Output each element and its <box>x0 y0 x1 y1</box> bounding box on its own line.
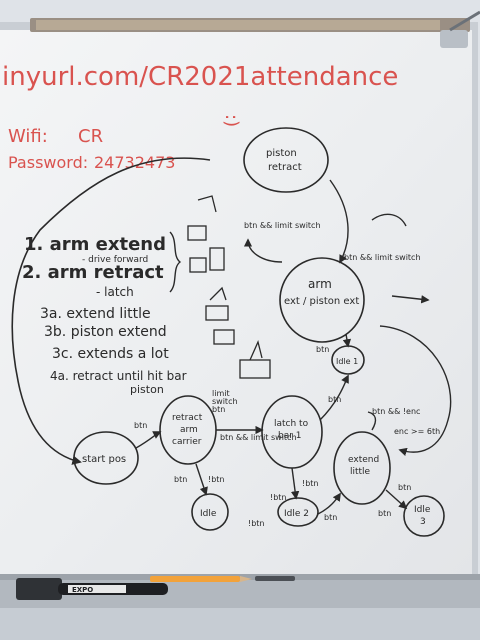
smiley-face: :) <box>221 114 242 127</box>
transition-not-btn-1: !btn <box>208 475 225 484</box>
transition-limit-line2: switch <box>212 397 238 406</box>
state-piston-retract-line2: retract <box>268 162 302 173</box>
state-arm-ext <box>279 257 365 343</box>
state-idle-3-line2: 3 <box>420 517 426 527</box>
transition-btn-1: btn <box>316 345 329 354</box>
transition-btn-start: btn <box>134 421 147 430</box>
transition-btn-down2: btn <box>324 513 337 522</box>
transition-limit-line1: limit <box>212 389 230 398</box>
state-start-pos-label: start pos <box>82 454 126 465</box>
state-idle-1-label: Idle 1 <box>336 357 358 366</box>
arrow-right-small <box>391 295 430 304</box>
strip-holder-rod <box>449 10 480 32</box>
arrow-arm-to-idle1 <box>342 333 352 348</box>
state-arm-ext-line2: ext / piston ext <box>284 296 359 307</box>
step-3c: 3c. extends a lot <box>52 346 169 362</box>
step-3a: 3a. extend little <box>40 306 151 322</box>
arrow-arm-to-piston <box>243 238 283 263</box>
transition-not-btn-4: !btn <box>270 493 287 502</box>
arrow-start-to-retract <box>135 431 162 449</box>
state-piston-retract <box>243 127 329 193</box>
state-piston-retract-line1: piston <box>266 148 297 159</box>
floor-wall <box>0 608 480 640</box>
state-extend-little <box>333 431 391 505</box>
eraser <box>16 578 62 600</box>
state-retract-line3: carrier <box>172 437 202 447</box>
loop-arrow-left <box>11 157 211 465</box>
arrow-retract-to-idle <box>195 463 208 496</box>
strip-holder <box>440 30 468 48</box>
small-marker <box>255 576 295 581</box>
marker-label <box>68 585 126 593</box>
transition-btn-down1: btn <box>174 475 187 484</box>
step-1-sub: - drive forward <box>82 255 148 265</box>
state-idle-2-label: Idle 2 <box>284 509 309 519</box>
arrow-latch-to-idle2 <box>290 467 300 500</box>
transition-not-btn-2: !btn <box>302 479 319 488</box>
arm-sketches <box>187 195 271 379</box>
transition-btn-enc: btn && !enc <box>372 407 420 416</box>
transition-btn-latch: btn <box>328 395 341 404</box>
sketch-scribble <box>371 213 407 227</box>
state-start-pos <box>73 431 139 485</box>
transition-enc-6th: enc >= 6th <box>394 427 440 436</box>
pencil <box>150 576 240 582</box>
board-surface <box>0 30 472 575</box>
password-value: 24732473 <box>94 153 175 172</box>
transition-btn-limit-switch-right: btn && limit switch <box>344 253 421 262</box>
step-bracket <box>169 231 182 293</box>
wifi-label: Wifi: <box>8 126 48 147</box>
arrow-extend-self <box>367 411 377 431</box>
state-idle-3-line1: Idle <box>414 505 431 515</box>
state-idle-bottom-label: Idle <box>200 509 217 519</box>
arrow-latch-to-idle1 <box>319 374 349 421</box>
step-4a-sub: piston <box>130 383 164 396</box>
step-4a: 4a. retract until hit bar <box>50 369 187 383</box>
state-idle-3 <box>403 495 445 537</box>
state-extend-little-line1: extend <box>348 455 379 465</box>
transition-btn-limit-switch-3: btn && limit switch <box>220 433 297 442</box>
wifi-value: CR <box>78 126 103 147</box>
state-retract-line1: retract <box>172 413 203 423</box>
transition-btn-right: btn <box>398 483 411 492</box>
password-label: Password: <box>8 153 88 172</box>
marker-brand: EXPO <box>72 586 93 594</box>
transition-limit-line3: btn <box>212 405 225 414</box>
state-latch-line1: latch to <box>274 419 309 429</box>
state-arm-ext-line1: arm <box>308 277 332 291</box>
arrow-piston-to-arm <box>329 179 349 264</box>
step-1: 1. arm extend <box>24 234 166 255</box>
transition-btn-bottom: btn <box>378 509 391 518</box>
step-2-sub: - latch <box>96 285 134 299</box>
state-idle-bottom <box>191 493 229 531</box>
step-2: 2. arm retract <box>22 262 164 283</box>
transition-not-btn-3: !btn <box>248 519 265 528</box>
state-retract-line2: arm <box>180 425 198 435</box>
transition-btn-limit-switch: btn && limit switch <box>244 221 321 230</box>
attendance-url: inyurl.com/CR2021attendance <box>2 62 398 92</box>
arrow-extend-loop <box>379 325 452 456</box>
pencil-tip <box>240 576 252 582</box>
state-extend-little-line2: little <box>350 467 371 477</box>
state-latch-line2: bar 1 <box>278 431 302 441</box>
arrow-extend-to-idle3 <box>385 489 408 510</box>
arrow-idle2-to-extend <box>317 492 341 515</box>
cork-strip-inner <box>36 20 440 30</box>
step-3b: 3b. piston extend <box>44 324 167 340</box>
